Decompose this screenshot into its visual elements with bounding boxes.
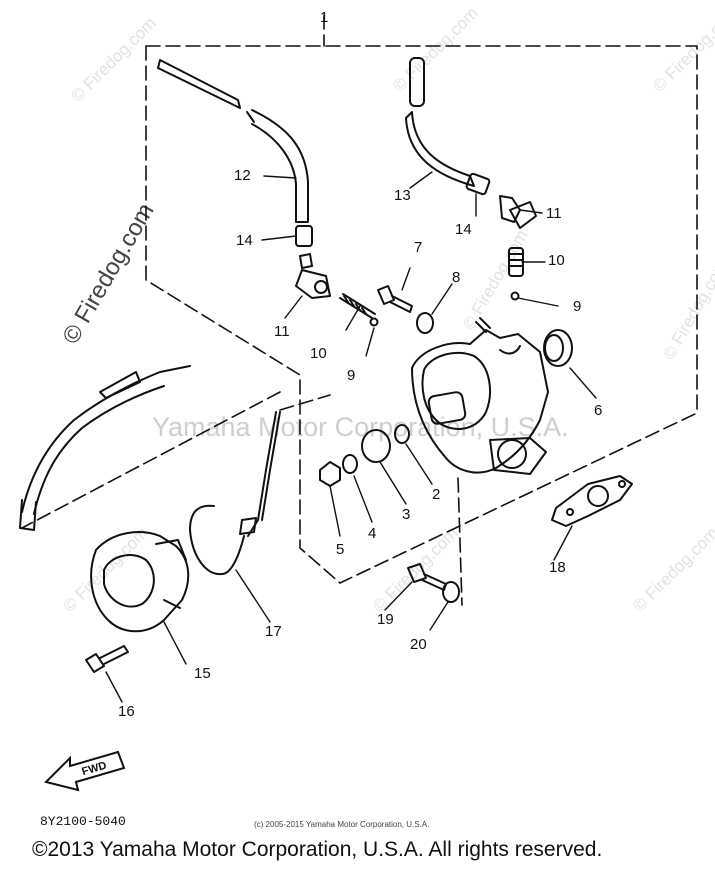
callout-16: 16 (118, 703, 135, 720)
bolt-7 (377, 285, 413, 313)
callout-5: 5 (336, 541, 345, 558)
pump-cover-15 (90, 531, 190, 633)
callout-10-left: 10 (310, 345, 327, 362)
hose-13 (405, 57, 475, 187)
leader-lines (105, 171, 597, 703)
cable-17 (189, 411, 281, 576)
gasket-18 (551, 475, 633, 527)
bolt-16 (85, 645, 129, 673)
callout-4: 4 (368, 525, 377, 542)
callout-3: 3 (402, 506, 411, 523)
callout-14-left: 14 (236, 232, 253, 249)
callout-10-right: 10 (548, 252, 565, 269)
copyright-notice: ©2013 Yamaha Motor Corporation, U.S.A. A… (32, 838, 603, 861)
callout-18: 18 (549, 559, 566, 576)
callout-17: 17 (265, 623, 282, 640)
callout-12: 12 (234, 167, 251, 184)
callout-9-right: 9 (573, 298, 582, 315)
callout-6: 6 (594, 402, 603, 419)
oil-seal-6 (543, 329, 573, 367)
callout-2: 2 (432, 486, 441, 503)
callout-14-right: 14 (455, 221, 472, 238)
oil-pump-body (411, 317, 549, 475)
spring-10-right (508, 247, 524, 277)
washer-2 (394, 424, 410, 444)
callout-20: 20 (410, 636, 427, 653)
ball-9-left (369, 317, 379, 327)
washer-8 (416, 312, 434, 334)
watermark-center: Yamaha Motor Corporation, U.S.A. (152, 412, 569, 442)
fitting-11-left (295, 253, 331, 299)
lock-washer-4 (342, 454, 358, 474)
bolt-19 (407, 563, 447, 591)
fwd-arrow-icon: FWD (44, 750, 126, 792)
washer-20 (442, 581, 460, 603)
fitting-11-right (499, 195, 537, 229)
callout-15: 15 (194, 665, 211, 682)
spring-10-left (339, 293, 376, 319)
callout-19: 19 (377, 611, 394, 628)
part-number: 8Y2100-5040 (40, 814, 126, 829)
callout-11-right: 11 (546, 205, 562, 222)
callout-8: 8 (452, 269, 461, 286)
callout-11-left: 11 (274, 323, 290, 340)
ball-9-right (510, 291, 520, 301)
callout-1: 1 (320, 9, 329, 26)
hose-12 (157, 59, 309, 223)
callout-9-left: 9 (347, 367, 356, 384)
cable-left (19, 365, 191, 531)
nut-5 (319, 461, 341, 487)
plate-3 (361, 429, 391, 463)
assembly-boundary (21, 14, 698, 606)
callout-7: 7 (414, 239, 423, 256)
clamp-14-left (295, 225, 313, 247)
clamp-14-right (465, 172, 491, 196)
small-copyright: (c) 2005-2015 Yamaha Motor Corporation, … (254, 820, 430, 829)
callout-13: 13 (394, 187, 411, 204)
